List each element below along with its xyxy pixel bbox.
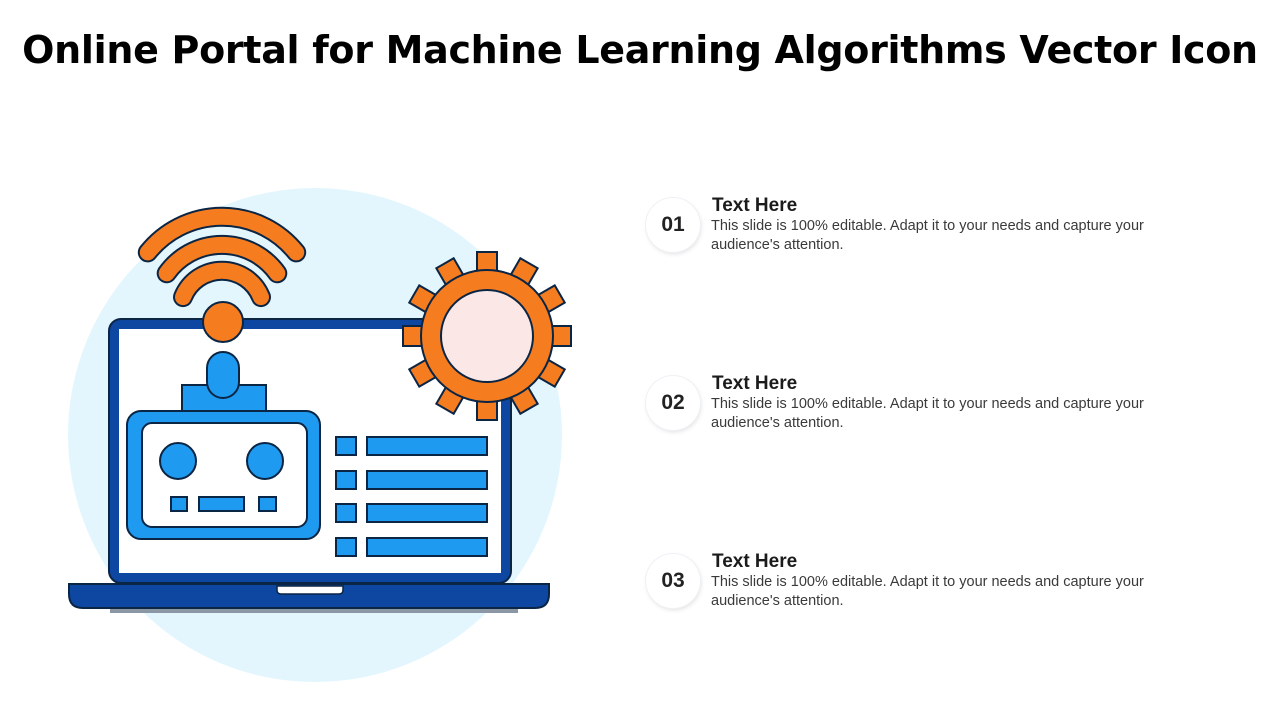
wifi-arc-outer-fill bbox=[139, 208, 305, 261]
wifi-icon bbox=[137, 206, 307, 343]
robot-antenna bbox=[206, 351, 240, 399]
robot-icon bbox=[126, 351, 321, 540]
point-2: 02 Text Here This slide is 100% editable… bbox=[646, 373, 1226, 446]
gear-center bbox=[440, 289, 534, 383]
robot-eye-left bbox=[159, 442, 197, 480]
wifi-dot bbox=[202, 301, 244, 343]
gear-icon bbox=[402, 251, 572, 421]
point-number: 03 bbox=[661, 569, 685, 592]
robot-eye-right bbox=[246, 442, 284, 480]
list-bar bbox=[366, 537, 488, 557]
point-heading: Text Here bbox=[712, 195, 798, 216]
list-bar bbox=[366, 470, 488, 490]
slide-title: Online Portal for Machine Learning Algor… bbox=[22, 28, 1258, 72]
list-bullet bbox=[335, 470, 357, 490]
robot-mouth-right bbox=[258, 496, 277, 512]
point-body: This slide is 100% editable. Adapt it to… bbox=[711, 396, 1144, 431]
list-bullet bbox=[335, 436, 357, 456]
number-badge bbox=[646, 376, 700, 430]
point-1: 01 Text Here This slide is 100% editable… bbox=[646, 195, 1226, 268]
laptop-notch bbox=[276, 585, 344, 595]
number-badge bbox=[646, 198, 700, 252]
point-heading: Text Here bbox=[712, 373, 798, 394]
point-3: 03 Text Here This slide is 100% editable… bbox=[646, 551, 1226, 624]
number-badge bbox=[646, 554, 700, 608]
list-bar bbox=[366, 503, 488, 523]
list-bullet bbox=[335, 503, 357, 523]
point-number: 01 bbox=[661, 213, 685, 236]
point-heading: Text Here bbox=[712, 551, 798, 572]
point-body: This slide is 100% editable. Adapt it to… bbox=[711, 218, 1144, 253]
robot-mouth-left bbox=[170, 496, 188, 512]
laptop-base bbox=[68, 583, 550, 609]
wifi-arc-inner-fill bbox=[175, 262, 269, 306]
list-bar bbox=[366, 436, 488, 456]
screen-list bbox=[335, 436, 488, 557]
point-number: 02 bbox=[661, 391, 685, 414]
point-body: This slide is 100% editable. Adapt it to… bbox=[711, 574, 1144, 609]
list-bullet bbox=[335, 537, 357, 557]
wifi-arc-middle-fill bbox=[158, 236, 286, 282]
robot-mouth-center bbox=[198, 496, 245, 512]
